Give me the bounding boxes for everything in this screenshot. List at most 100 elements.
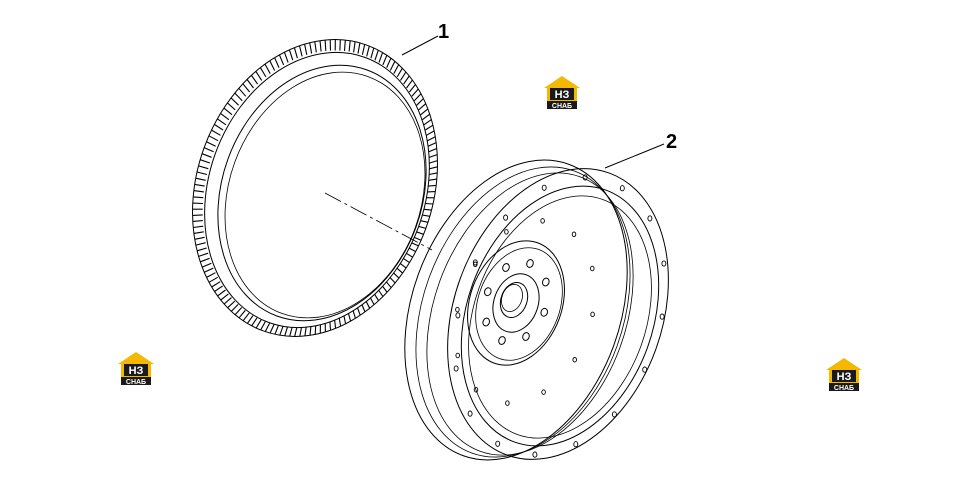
gear-tooth — [227, 102, 236, 111]
gear-tooth — [369, 297, 375, 305]
gear-tooth — [260, 321, 266, 331]
leader-line-2 — [604, 143, 665, 169]
gear-tooth — [416, 98, 424, 106]
gear-tooth — [264, 63, 271, 74]
gear-tooth — [288, 49, 294, 61]
flange-bolt-hole — [467, 410, 473, 417]
callout-label-1: 1 — [438, 21, 449, 43]
gear-tooth — [274, 57, 280, 68]
gear-tooth — [214, 123, 224, 131]
face-bolt-hole — [473, 261, 478, 268]
gear-tooth — [348, 40, 351, 52]
gear-tooth — [246, 315, 254, 324]
gear-tooth — [293, 47, 298, 59]
gear-tooth — [382, 55, 388, 66]
gear-tooth — [381, 285, 388, 293]
gear-tooth — [373, 293, 380, 301]
face-bolt-hole — [455, 306, 460, 313]
gear-tooth — [201, 262, 212, 268]
gear-tooth — [389, 276, 396, 284]
gear-tooth — [411, 88, 419, 97]
gear-tooth — [309, 326, 312, 336]
gear-tooth — [294, 327, 298, 337]
face-bolt-hole — [572, 356, 577, 363]
callout-label-2: 2 — [666, 131, 677, 153]
gear-tooth — [204, 267, 214, 273]
gear-tooth — [385, 281, 392, 289]
gear-tooth — [309, 42, 313, 54]
gear-tooth — [203, 147, 214, 153]
gear-tooth — [411, 242, 419, 247]
gear-tooth — [269, 60, 276, 71]
gear-tooth — [289, 327, 293, 337]
flange-bolt-hole — [582, 174, 588, 181]
gear-tooth — [214, 285, 224, 292]
logo-brand-top: НЗ — [837, 371, 852, 383]
gear-tooth — [399, 262, 407, 269]
gear-tooth — [406, 79, 413, 89]
gear-tooth — [201, 153, 212, 158]
flange-bolt-hole — [642, 366, 648, 373]
watermark-logo-left: НЗ СНАБ — [118, 352, 154, 386]
flange-bolt-hole — [495, 440, 501, 447]
gear-tooth — [255, 319, 262, 329]
face-bolt-hole — [590, 311, 595, 318]
gear-tooth — [418, 103, 427, 111]
gear-tooth — [227, 300, 236, 309]
gear-tooth — [400, 71, 407, 81]
gear-tooth — [259, 67, 267, 78]
gear-tooth — [255, 71, 263, 81]
gear-tooth — [408, 84, 416, 93]
gear-tooth — [422, 214, 430, 217]
gear-tooth — [195, 242, 206, 246]
gear-tooth — [378, 52, 384, 63]
gear-tooth — [393, 272, 400, 279]
gear-tooth — [211, 129, 221, 136]
gear-tooth — [198, 165, 209, 170]
callout-2: 2 — [604, 131, 677, 169]
gear-tooth — [343, 40, 346, 51]
gear-tooth — [423, 119, 432, 126]
gear-tooth — [208, 276, 218, 283]
gear-tooth — [278, 54, 285, 66]
gear-tooth — [284, 326, 289, 337]
gear-tooth — [428, 178, 437, 181]
logo-brand-bottom: СНАБ — [552, 103, 572, 110]
gear-tooth — [374, 50, 379, 61]
gear-tooth — [242, 83, 251, 93]
gear-tooth — [299, 327, 303, 337]
gear-tooth — [353, 41, 356, 53]
gear-tooth — [429, 160, 438, 164]
gear-tooth — [200, 257, 210, 263]
gear-tooth — [194, 183, 205, 187]
flange-bolt-hole — [659, 313, 665, 320]
gear-tooth — [217, 289, 226, 297]
gear-tooth — [193, 190, 204, 193]
gear-tooth — [420, 220, 429, 223]
gear-tooth — [193, 225, 204, 229]
gear-tooth — [365, 300, 371, 309]
gear-tooth — [343, 315, 347, 324]
face-bolt-hole — [455, 352, 460, 359]
gear-tooth — [427, 142, 437, 147]
flange-bolt-hole — [573, 441, 579, 448]
gear-tooth — [347, 312, 352, 322]
flange-bolt-hole — [611, 411, 617, 418]
gear-tooth — [220, 293, 229, 301]
hub-bolt-hole — [482, 317, 491, 327]
callout-1: 1 — [401, 21, 449, 56]
gear-tooth — [324, 40, 327, 51]
gear-tooth — [386, 57, 392, 68]
gear-tooth — [361, 44, 366, 55]
gear-tooth — [230, 97, 239, 106]
gear-tooth — [223, 107, 233, 116]
gear-tooth — [283, 52, 289, 63]
gear-tooth — [352, 310, 356, 319]
flange-bolt-hole — [532, 451, 538, 458]
flange-bolt-hole — [503, 214, 509, 221]
gear-tooth — [428, 147, 438, 153]
gear-tooth — [402, 257, 410, 264]
flange-bolt-hole — [661, 260, 667, 267]
gear-tooth — [429, 166, 438, 170]
gear-tooth — [416, 231, 424, 235]
